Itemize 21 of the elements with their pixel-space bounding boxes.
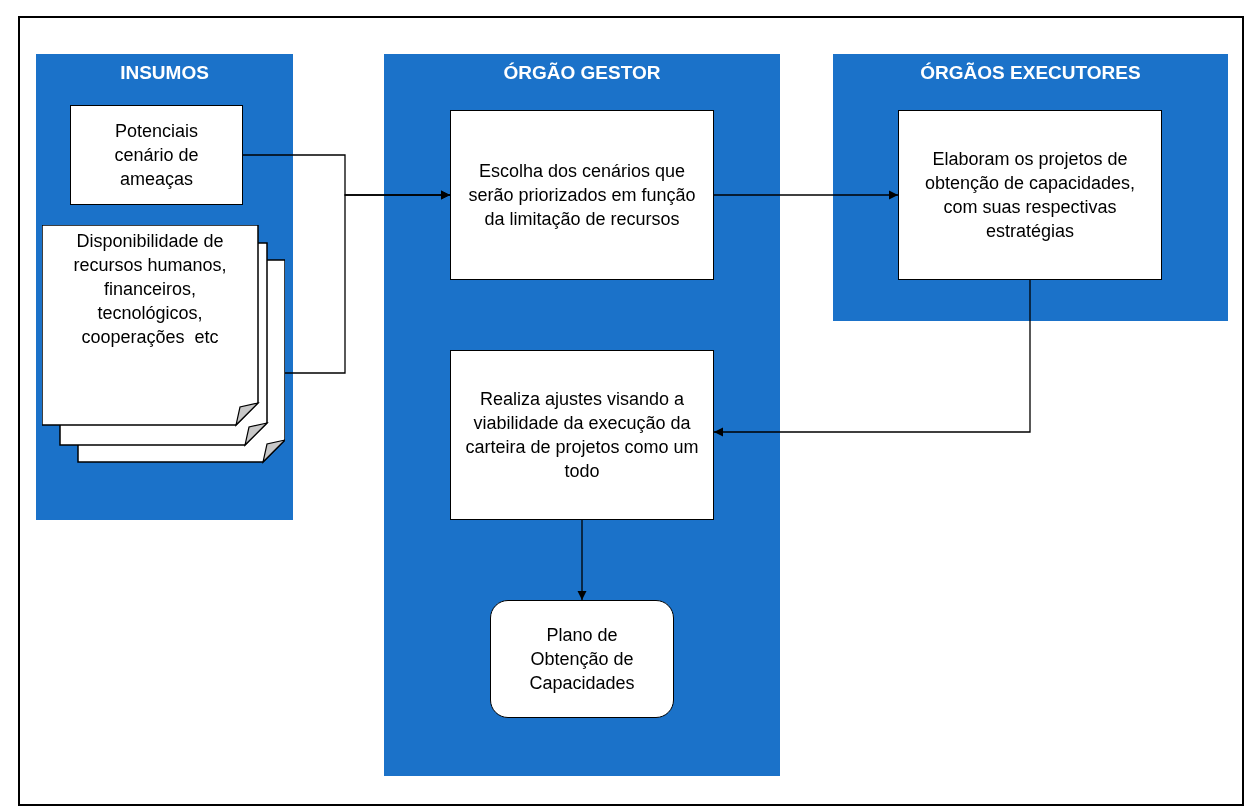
swimlane-panel [384, 54, 780, 776]
process-box [70, 105, 243, 205]
connector-arrow [713, 279, 1031, 437]
swimlane-panel [36, 54, 293, 520]
box-text: Disponibilidade de recursos humanos, financeiros, tecnológicos, cooperações etc [72, 230, 228, 349]
connector-arrow [577, 519, 587, 601]
box-text: Potenciais cenário de ameaças [113, 120, 200, 191]
box-text: Escolha dos cenários que serão priorizados em função da limitação de recursos [467, 160, 697, 231]
lane-title: ÓRGÃOS EXECUTORES [919, 62, 1142, 84]
process-box [898, 110, 1162, 280]
swimlane-panel [833, 54, 1228, 321]
process-box [450, 350, 714, 520]
process-box [450, 110, 714, 280]
box-text: Elaboram os projetos de obtenção de capacidades, com suas respectivas estratégias [923, 148, 1137, 243]
box-text: Plano de Obtenção de Capacidades [528, 624, 636, 695]
lane-title: ÓRGÃO GESTOR [502, 62, 662, 84]
lane-title: INSUMOS [119, 62, 210, 84]
connector-arrow [713, 190, 899, 200]
terminal-box [490, 600, 674, 718]
connector-arrow [284, 190, 451, 374]
box-text: Realiza ajustes visando a viabilidade da execução da carteira de projetos como um todo [464, 388, 700, 483]
